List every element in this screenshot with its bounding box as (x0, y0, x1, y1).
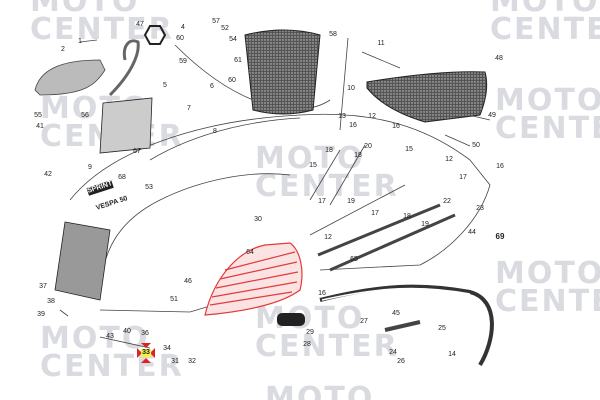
callout[interactable]: 5 (163, 82, 167, 89)
callout[interactable]: 39 (37, 311, 45, 318)
callout-highlighted[interactable]: 33 (141, 349, 151, 357)
callout[interactable]: 6 (210, 83, 214, 90)
callout[interactable]: 18 (354, 152, 362, 159)
callout[interactable]: 60 (176, 35, 184, 42)
toolbox (244, 29, 321, 115)
callout[interactable]: 29 (306, 329, 314, 336)
footrest-mat (366, 71, 488, 123)
callout[interactable]: 12 (368, 113, 376, 120)
callout[interactable]: 31 (171, 358, 179, 365)
callout[interactable]: 60 (228, 77, 236, 84)
callout[interactable]: 4 (181, 24, 185, 31)
callout[interactable]: 8 (213, 128, 217, 135)
callout[interactable]: 54 (229, 36, 237, 43)
callout[interactable]: 7 (187, 105, 191, 112)
callout[interactable]: 12 (445, 156, 453, 163)
callout[interactable]: 42 (44, 171, 52, 178)
callout[interactable]: 65 (350, 256, 358, 263)
callout[interactable]: 15 (309, 162, 317, 169)
callout[interactable]: 50 (472, 142, 480, 149)
callout[interactable]: 64 (246, 249, 254, 256)
callout[interactable]: 17 (318, 198, 326, 205)
callout[interactable]: 41 (36, 123, 44, 130)
callout[interactable]: 9 (88, 164, 92, 171)
callout[interactable]: 58 (329, 31, 337, 38)
callout[interactable]: 23 (476, 205, 484, 212)
callout[interactable]: 36 (141, 330, 149, 337)
callout[interactable]: 12 (324, 234, 332, 241)
callout[interactable]: 11 (377, 40, 385, 47)
callout[interactable]: 43 (106, 333, 114, 340)
callout[interactable]: 16 (392, 123, 400, 130)
callout[interactable]: 2 (61, 46, 65, 53)
callout[interactable]: 22 (443, 198, 451, 205)
callout[interactable]: 48 (495, 55, 503, 62)
callout[interactable]: 32 (188, 358, 196, 365)
callout[interactable]: 68 (118, 174, 126, 181)
callout[interactable]: 18 (403, 213, 411, 220)
callout[interactable]: 14 (448, 351, 456, 358)
callout[interactable]: 17 (459, 174, 467, 181)
callout[interactable]: 37 (39, 283, 47, 290)
callout[interactable]: 18 (325, 147, 333, 154)
callout[interactable]: 49 (488, 112, 496, 119)
callout[interactable]: 67 (133, 148, 141, 155)
callout[interactable]: 57 (212, 18, 220, 25)
callout[interactable]: 16 (318, 290, 326, 297)
callout[interactable]: 15 (405, 146, 413, 153)
callout[interactable]: 19 (421, 221, 429, 228)
callout[interactable]: 17 (371, 210, 379, 217)
callout[interactable]: 38 (47, 298, 55, 305)
callout[interactable]: 45 (392, 310, 400, 317)
callout[interactable]: 61 (234, 57, 242, 64)
callout[interactable]: 69 (495, 232, 505, 241)
callout[interactable]: 52 (221, 25, 229, 32)
callout[interactable]: 19 (347, 198, 355, 205)
callout[interactable]: 16 (496, 163, 504, 170)
callout[interactable]: 51 (170, 296, 178, 303)
callout[interactable]: 1 (78, 38, 82, 45)
callout[interactable]: 47 (136, 21, 144, 28)
callout[interactable]: 24 (389, 349, 397, 356)
callout[interactable]: 10 (347, 85, 355, 92)
callout[interactable]: 26 (397, 358, 405, 365)
side-panel-highlighted (204, 242, 303, 316)
callout[interactable]: 40 (123, 328, 131, 335)
highlight-arrows (137, 343, 155, 363)
watermark: MOTO (265, 381, 375, 400)
callout[interactable]: 16 (349, 122, 357, 129)
callout[interactable]: 13 (338, 113, 346, 120)
callout[interactable]: 28 (303, 341, 311, 348)
callout[interactable]: 44 (468, 229, 476, 236)
callout[interactable]: 20 (364, 143, 372, 150)
callout[interactable]: 25 (438, 325, 446, 332)
callout[interactable]: 55 (34, 112, 42, 119)
callout[interactable]: 56 (81, 112, 89, 119)
callout[interactable]: 27 (360, 318, 368, 325)
callout[interactable]: 59 (179, 58, 187, 65)
callout[interactable]: 53 (145, 184, 153, 191)
callout[interactable]: 30 (254, 216, 262, 223)
callout[interactable]: 34 (163, 345, 171, 352)
callout[interactable]: 46 (184, 278, 192, 285)
